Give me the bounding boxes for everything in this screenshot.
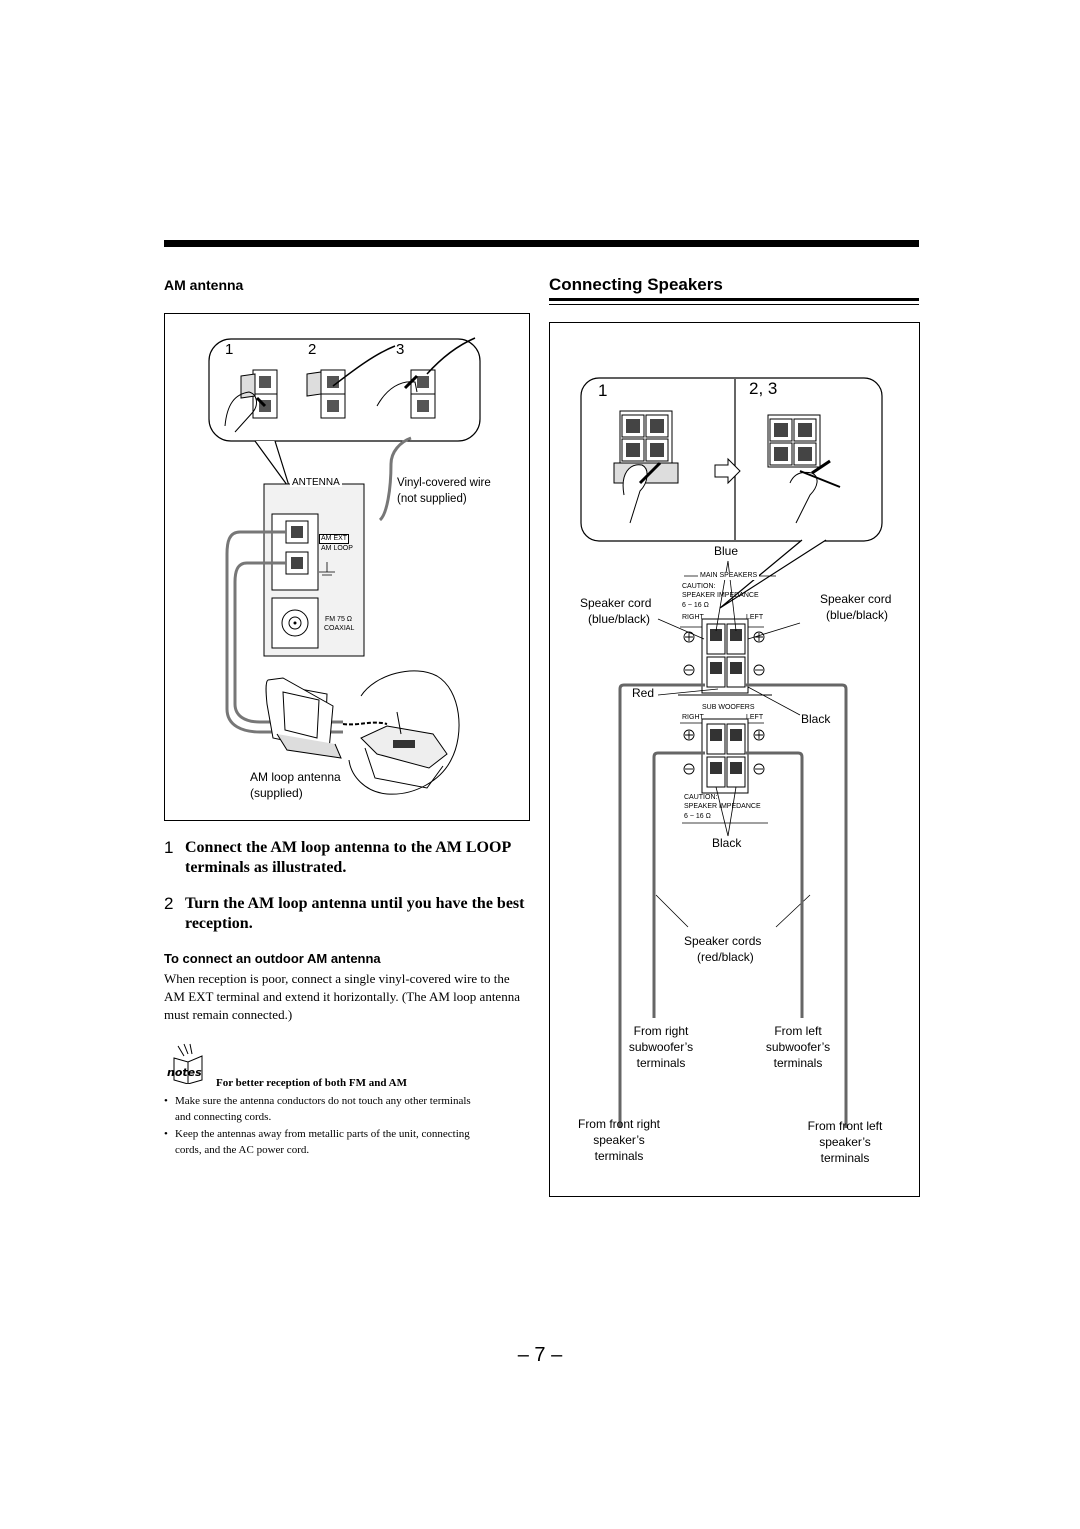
- speaker-impedance-label: SPEAKER IMPEDANCE: [682, 592, 759, 599]
- speaker-cords-label: Speaker cords: [684, 934, 762, 948]
- caution2-label: CAUTION:: [684, 794, 718, 801]
- speakers-heading-rule: [549, 298, 919, 301]
- note-item-1: • Make sure the antenna conductors do no…: [164, 1093, 484, 1125]
- main-left-label: LEFT: [746, 614, 764, 621]
- step-2: 2 Turn the AM loop antenna until you hav…: [164, 894, 529, 936]
- note-text-2: Keep the antennas away from metallic par…: [175, 1128, 470, 1156]
- speakers-figure: 1 2, 3 Blue MAIN SPEAKERS CAUTION: SPEAK…: [549, 322, 920, 1197]
- step-2-text: Turn the AM loop antenna until you have …: [185, 895, 525, 932]
- sub-left-label: LEFT: [746, 714, 764, 721]
- am-fig-step-1: 1: [225, 341, 234, 358]
- antenna-label: ANTENNA: [290, 477, 342, 488]
- speaker-cord-right-label: Speaker cord: [820, 592, 892, 606]
- not-supplied-label: (not supplied): [397, 493, 467, 505]
- from-right-sub-label: From right subwoofer’s terminals: [628, 1024, 694, 1070]
- red-label: Red: [632, 686, 655, 700]
- am-fig-step-3: 3: [396, 341, 405, 358]
- blue-black-right-label: (blue/black): [826, 608, 889, 622]
- step1-terminal: [224, 369, 278, 433]
- speaker-cord-left-label: Speaker cord: [580, 596, 652, 610]
- spk-fig-step-1: 1: [598, 381, 608, 400]
- connecting-speakers-heading: Connecting Speakers: [549, 275, 723, 294]
- svg-text:notes: notes: [167, 1066, 202, 1079]
- black-right-label: Black: [801, 712, 831, 726]
- step-1: 1 Connect the AM loop antenna to the AM …: [164, 838, 529, 880]
- am-antenna-illustration: [208, 337, 481, 795]
- am-ext-label: AM EXT: [319, 534, 350, 544]
- speaker-impedance2-label: SPEAKER IMPEDANCE: [684, 803, 761, 810]
- top-rule: [164, 240, 919, 247]
- sub-right-label: RIGHT: [682, 714, 704, 721]
- blue-black-left-label: (blue/black): [588, 612, 651, 626]
- ohms2-label: 6 ~ 16 Ω: [684, 813, 711, 820]
- loop-supplied-label: (supplied): [250, 786, 303, 800]
- speakers-illustration: [580, 377, 883, 1128]
- spk-fig-step-23: 2, 3: [749, 379, 778, 398]
- outdoor-antenna-text: When reception is poor, connect a single…: [164, 971, 520, 1022]
- step2-terminal: [306, 345, 396, 419]
- red-black-label: (red/black): [697, 950, 754, 964]
- main-right-label: RIGHT: [682, 614, 704, 621]
- blue-label: Blue: [714, 544, 739, 558]
- loop-antenna-label: AM loop antenna: [250, 770, 341, 784]
- notes-icon: notes: [164, 1040, 214, 1085]
- page-number: – 7 –: [517, 1344, 563, 1366]
- sub-woofers-label: SUB WOOFERS: [700, 704, 757, 712]
- step-1-number: 1: [164, 838, 174, 857]
- notes-title: For better reception of both FM and AM: [216, 1077, 407, 1089]
- note-text-1: Make sure the antenna conductors do not …: [175, 1095, 471, 1123]
- step-2-number: 2: [164, 894, 174, 913]
- vinyl-wire-label: Vinyl-covered wire: [397, 477, 491, 489]
- coaxial-label: COAXIAL: [324, 625, 355, 632]
- caution-label: CAUTION:: [682, 583, 716, 590]
- from-front-right-label: From front right speaker’s terminals: [577, 1117, 661, 1163]
- callout-terminals-1: [613, 410, 679, 524]
- callout-terminals-2: [767, 414, 841, 524]
- note-item-2: • Keep the antennas away from metallic p…: [164, 1126, 484, 1158]
- from-front-left-label: From front left speaker’s terminals: [807, 1119, 883, 1165]
- main-speakers-label: MAIN SPEAKERS: [698, 572, 760, 580]
- am-fig-step-2: 2: [308, 341, 317, 358]
- speakers-heading-rule-thin: [549, 304, 919, 305]
- am-antenna-heading: AM antenna: [164, 277, 244, 293]
- black-bottom-label: Black: [712, 836, 742, 850]
- from-left-sub-label: From left subwoofer’s terminals: [765, 1024, 831, 1070]
- outdoor-antenna-heading: To connect an outdoor AM antenna: [164, 951, 381, 966]
- step-1-text: Connect the AM loop antenna to the AM LO…: [185, 839, 511, 876]
- step3-terminal: [376, 337, 476, 419]
- ohms-label: 6 ~ 16 Ω: [682, 602, 709, 609]
- loop-antenna: [265, 677, 342, 759]
- fm75-label: FM 75 Ω: [325, 616, 353, 623]
- am-antenna-figure: 1 2 3 ANTENNA Vinyl-covered wire (not su…: [164, 313, 530, 821]
- am-loop-label: AM LOOP: [321, 545, 353, 552]
